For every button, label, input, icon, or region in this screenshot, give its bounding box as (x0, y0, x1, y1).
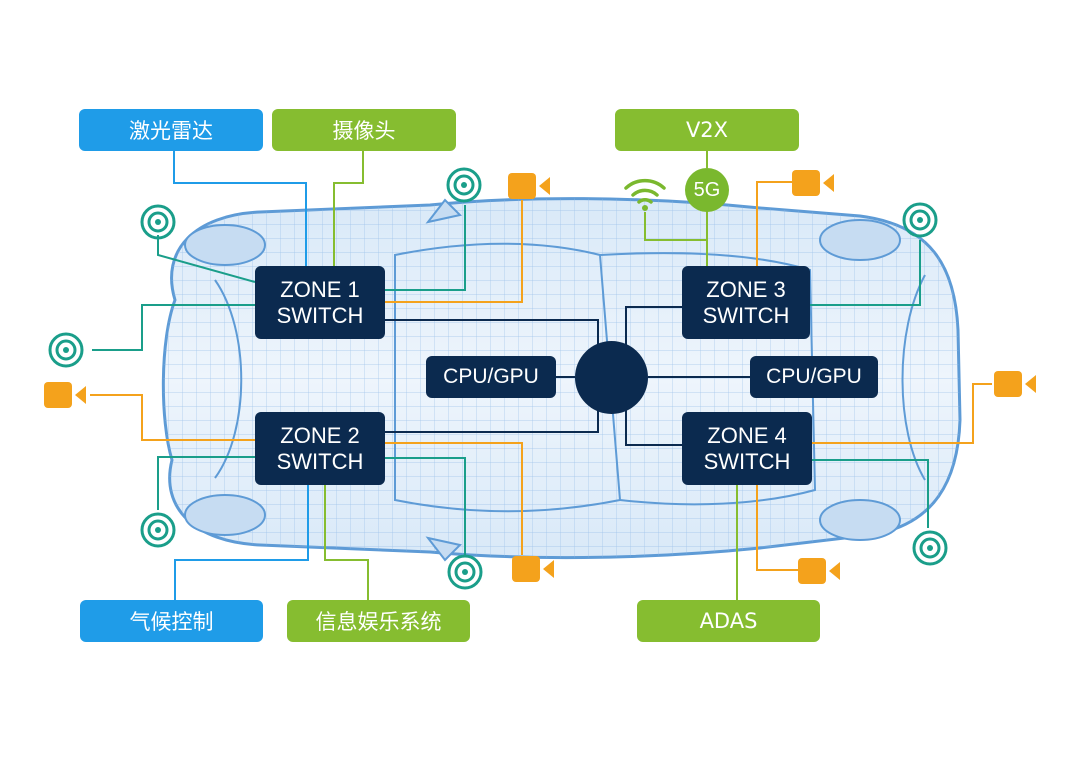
zone-2-switch: ZONE 2 SWITCH (255, 412, 385, 485)
camera-label-text: 摄像头 (332, 119, 396, 143)
lidar-sensor-icon (912, 530, 948, 566)
cpu-gpu-left-text: CPU/GPU (443, 365, 539, 388)
zone-2-subtitle: SWITCH (276, 448, 364, 474)
zone-4-switch: ZONE 4 SWITCH (682, 412, 812, 485)
green-label-wiring (324, 150, 738, 600)
v2x-label: V2X (615, 109, 799, 151)
central-compute-hub (575, 341, 648, 414)
cpu-gpu-right-text: CPU/GPU (766, 365, 862, 388)
lidar-sensor-icon (140, 204, 176, 240)
lidar-wiring (92, 205, 929, 555)
lidar-label: 激光雷达 (79, 109, 263, 151)
cpu-gpu-left: CPU/GPU (426, 356, 556, 398)
camera-icon (798, 558, 840, 584)
climate-control-label: 气候控制 (80, 600, 263, 642)
adas-label: ADAS (637, 600, 820, 642)
camera-label: 摄像头 (272, 109, 456, 151)
cpu-gpu-right: CPU/GPU (750, 356, 878, 398)
5g-badge: 5G (685, 168, 729, 212)
lidar-sensor-icon (48, 332, 84, 368)
zone-2-title: ZONE 2 (280, 422, 360, 448)
lidar-sensor-icon (446, 167, 482, 203)
lidar-sensor-icon (902, 202, 938, 238)
camera-icon (508, 173, 550, 199)
zone-1-switch: ZONE 1 SWITCH (255, 266, 385, 339)
lidar-sensor-icon (447, 554, 483, 590)
wifi-icon (624, 178, 666, 211)
camera-icon (512, 556, 554, 582)
camera-icon (44, 382, 86, 408)
camera-icon (994, 371, 1036, 397)
lidar-sensor-icon (140, 512, 176, 548)
zone-4-title: ZONE 4 (707, 422, 787, 448)
zone-1-title: ZONE 1 (280, 276, 360, 302)
camera-icon (792, 170, 834, 196)
zone-1-subtitle: SWITCH (276, 302, 364, 328)
lidar-label-text: 激光雷达 (129, 119, 213, 143)
adas-label-text: ADAS (699, 609, 758, 633)
zone-3-switch: ZONE 3 SWITCH (682, 266, 810, 339)
zone-3-title: ZONE 3 (706, 276, 786, 302)
infotainment-label: 信息娱乐系统 (287, 600, 470, 642)
climate-control-label-text: 气候控制 (129, 610, 214, 634)
zone-4-subtitle: SWITCH (703, 448, 791, 474)
infotainment-label-text: 信息娱乐系统 (315, 610, 442, 634)
v2x-label-text: V2X (685, 118, 729, 142)
camera-wiring (90, 181, 992, 571)
zone-3-subtitle: SWITCH (702, 302, 790, 328)
